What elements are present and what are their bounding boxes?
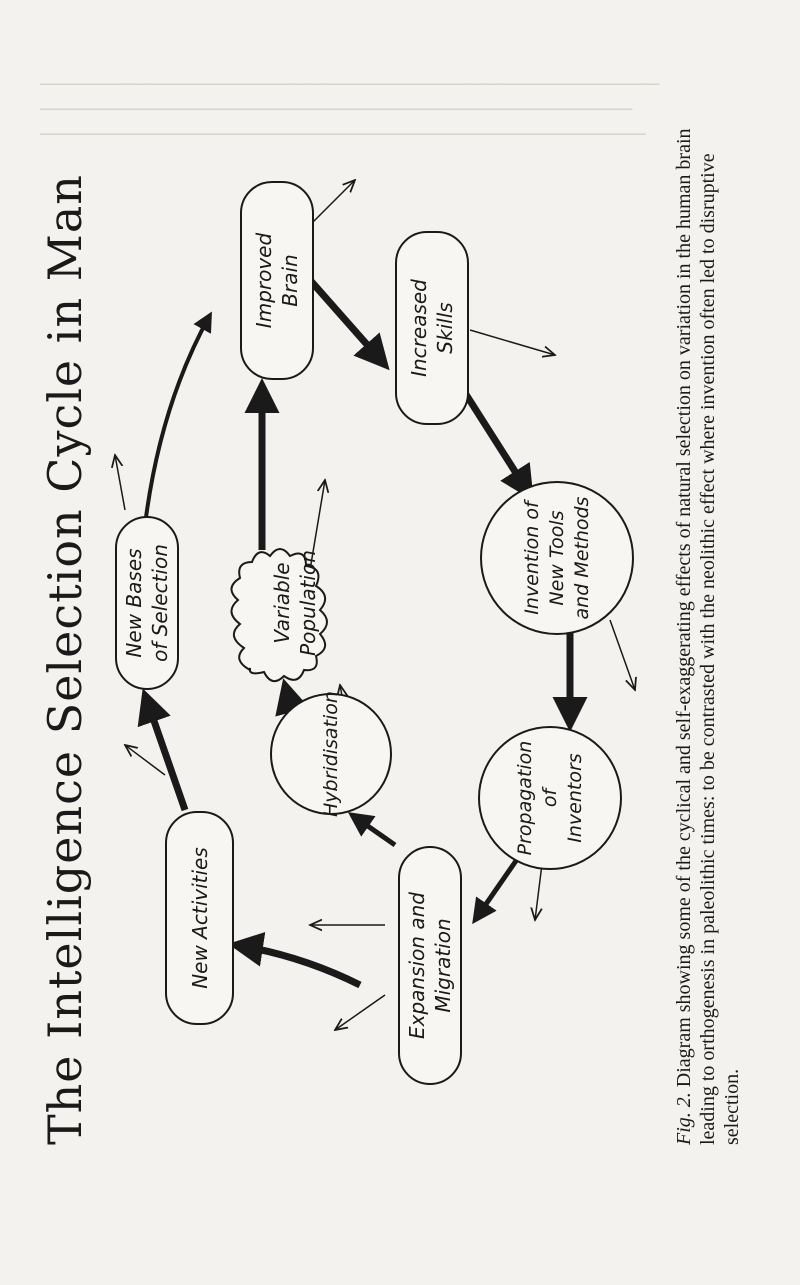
node-improved-brain-label: Improved Brain — [252, 232, 302, 329]
node-improved-brain: Improved Brain — [240, 181, 314, 380]
arrow-brain-to-skills — [307, 277, 390, 371]
node-new-activities-label: New Activities — [187, 847, 212, 989]
caption-text: Diagram showing some of the cyclical and… — [673, 128, 743, 1145]
variable-population-blob — [230, 548, 328, 683]
node-variable-population-label: Variable Population — [270, 550, 320, 656]
thin-arrow-invention-to-propagation — [609, 619, 635, 690]
node-expansion-label: Expansion and Migration — [405, 892, 455, 1039]
thin-arrow-variable-up — [309, 480, 325, 571]
node-invention-label: Invention of New Tools and Methods — [520, 496, 593, 620]
arrow-bases-to-brain — [143, 311, 212, 526]
bleed-through-text: ────────────────────────────────────────… — [40, 74, 660, 145]
node-propagation-label: Propagation of Inventors — [513, 740, 586, 856]
caption-label: Fig. 2. — [673, 1092, 695, 1145]
arrow-skills-to-invention — [457, 383, 534, 501]
node-invention: Invention of New Tools and Methods — [480, 481, 634, 635]
thin-arrow-skills-to-invention — [469, 329, 555, 355]
thin-arrow-bases-up — [115, 455, 126, 511]
thin-arrow-brain-right — [309, 180, 355, 226]
node-new-bases-label: New Bases of Selection — [122, 544, 172, 662]
figure-caption: Fig. 2. Diagram showing some of the cycl… — [672, 85, 744, 1145]
arrow-propagation-to-expansion — [472, 853, 523, 925]
node-new-activities: New Activities — [165, 811, 234, 1025]
arrow-expansion-to-activities — [228, 931, 362, 989]
node-variable-population: Variable Population — [240, 533, 350, 673]
thin-arrow-expansion-bottom — [335, 994, 386, 1030]
arrow-expansion-to-hybridisation — [347, 812, 397, 848]
node-expansion: Expansion and Migration — [398, 846, 462, 1085]
node-hybridisation-label: Hybridisation — [319, 691, 342, 817]
node-new-bases: New Bases of Selection — [115, 516, 179, 690]
arrow-activities-to-bases — [137, 688, 189, 812]
node-increased-skills: Increased Skills — [395, 231, 469, 425]
node-hybridisation: Hybridisation — [270, 691, 392, 817]
node-increased-skills-label: Increased Skills — [407, 279, 457, 377]
node-propagation: Propagation of Inventors — [478, 726, 622, 870]
thin-arrow-activities-up — [125, 745, 166, 776]
